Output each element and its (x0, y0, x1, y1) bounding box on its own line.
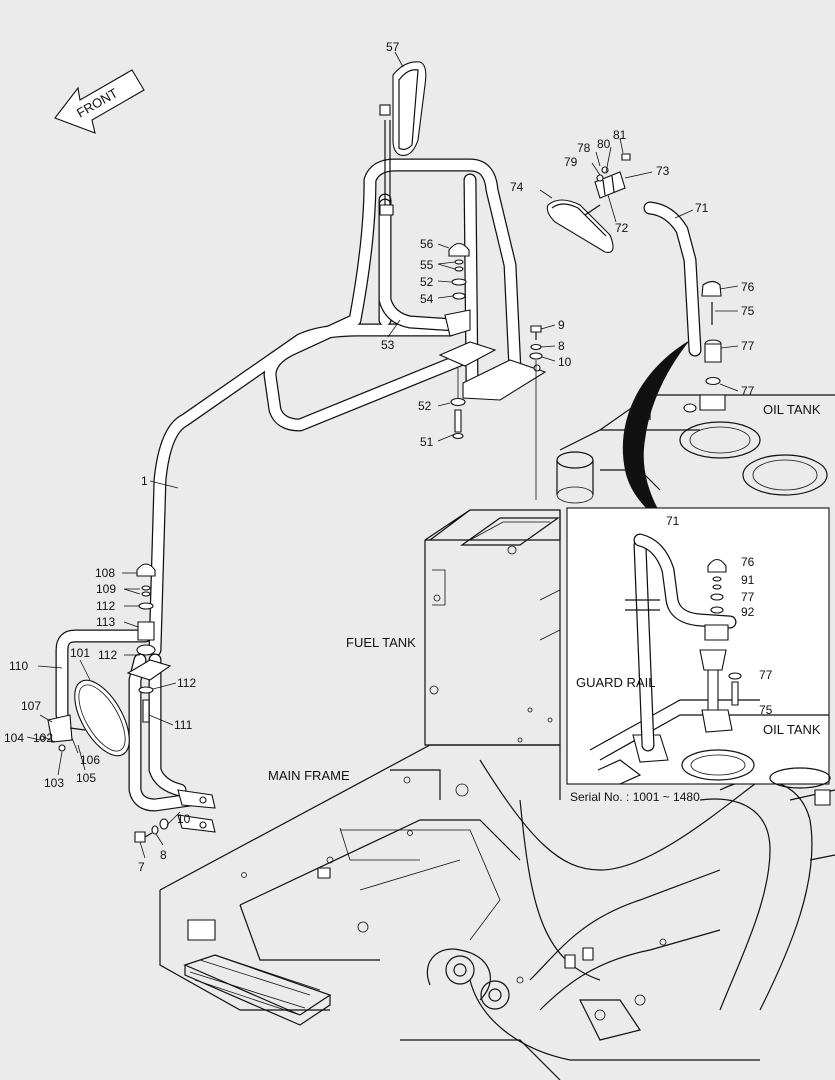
callout-76: 76 (741, 280, 755, 294)
label-oil-tank: OIL TANK (763, 402, 821, 417)
callout-105: 105 (76, 771, 96, 785)
callout-112-top: 112 (96, 599, 115, 613)
callout-72: 72 (615, 221, 629, 235)
callout-103: 103 (44, 776, 64, 790)
callout-101: 101 (70, 646, 90, 660)
inset-callout-77-lower: 77 (759, 668, 773, 682)
inset-detail: 71 76 91 77 92 77 75 GUARD RAIL OIL TANK (566, 507, 831, 789)
callout-80: 80 (597, 137, 611, 151)
callout-110: 110 (9, 659, 28, 673)
hardware-stacks (134, 153, 631, 843)
callout-74: 74 (510, 180, 524, 194)
callout-71: 71 (695, 201, 709, 215)
callout-81: 81 (613, 128, 627, 142)
mirror-57 (379, 61, 427, 216)
inset-callout-75: 75 (759, 703, 773, 717)
machine-body (159, 394, 835, 1080)
label-oil-tank-inset: OIL TANK (763, 722, 821, 737)
callout-labels: 57 56 55 52 54 53 9 8 10 52 51 1 78 80 8… (4, 40, 755, 874)
callout-56: 56 (420, 237, 434, 251)
label-fuel-tank: FUEL TANK (346, 635, 416, 650)
callout-79: 79 (564, 155, 578, 169)
serial-number-note: Serial No. : 1001 ~ 1480 (570, 790, 700, 804)
callout-7: 7 (138, 860, 145, 874)
zone-labels: OIL TANK FUEL TANK MAIN FRAME (268, 402, 821, 783)
callout-51: 51 (420, 435, 434, 449)
callout-102: 102 (33, 731, 53, 745)
callout-57: 57 (386, 40, 400, 54)
callout-112-mid: 112 (98, 648, 117, 662)
inset-callout-77-upper: 77 (741, 590, 755, 604)
callout-10-upper: 10 (558, 355, 572, 369)
mirror-101 (39, 679, 130, 757)
leader-lines (26, 51, 757, 859)
callout-8-lower: 8 (160, 848, 167, 862)
callout-53: 53 (381, 338, 395, 352)
callout-78: 78 (577, 141, 591, 155)
rod-71 (643, 201, 722, 386)
callout-73: 73 (656, 164, 670, 178)
inset-callout-71: 71 (666, 514, 680, 528)
callout-9: 9 (558, 318, 565, 332)
callout-77-lower: 77 (741, 384, 755, 398)
callout-52-lower: 52 (418, 399, 432, 413)
callout-112-low: 112 (177, 676, 196, 690)
callout-111: 111 (174, 718, 193, 732)
callout-107: 107 (21, 699, 41, 713)
callout-109: 109 (96, 582, 116, 596)
inset-callout-92: 92 (741, 605, 755, 619)
callout-10-lower: 10 (177, 812, 191, 826)
callout-52-upper: 52 (420, 275, 434, 289)
callout-104: 104 (4, 731, 24, 745)
callout-54: 54 (420, 292, 434, 306)
front-arrow: FRONT (54, 69, 145, 134)
callout-8-upper: 8 (558, 339, 565, 353)
callout-113: 113 (96, 615, 115, 629)
callout-75: 75 (741, 304, 755, 318)
inset-callout-76: 76 (741, 555, 755, 569)
label-main-frame: MAIN FRAME (268, 768, 350, 783)
callout-1: 1 (141, 474, 148, 488)
callout-55: 55 (420, 258, 434, 272)
inset-callout-91: 91 (741, 573, 755, 587)
mirror-74 (546, 171, 626, 253)
callout-77-upper: 77 (741, 339, 755, 353)
callout-108: 108 (95, 566, 115, 580)
callout-106: 106 (80, 753, 100, 767)
label-guard-rail: GUARD RAIL (576, 675, 655, 690)
guard-rail-frame (55, 158, 547, 833)
detail-connector (622, 340, 690, 525)
